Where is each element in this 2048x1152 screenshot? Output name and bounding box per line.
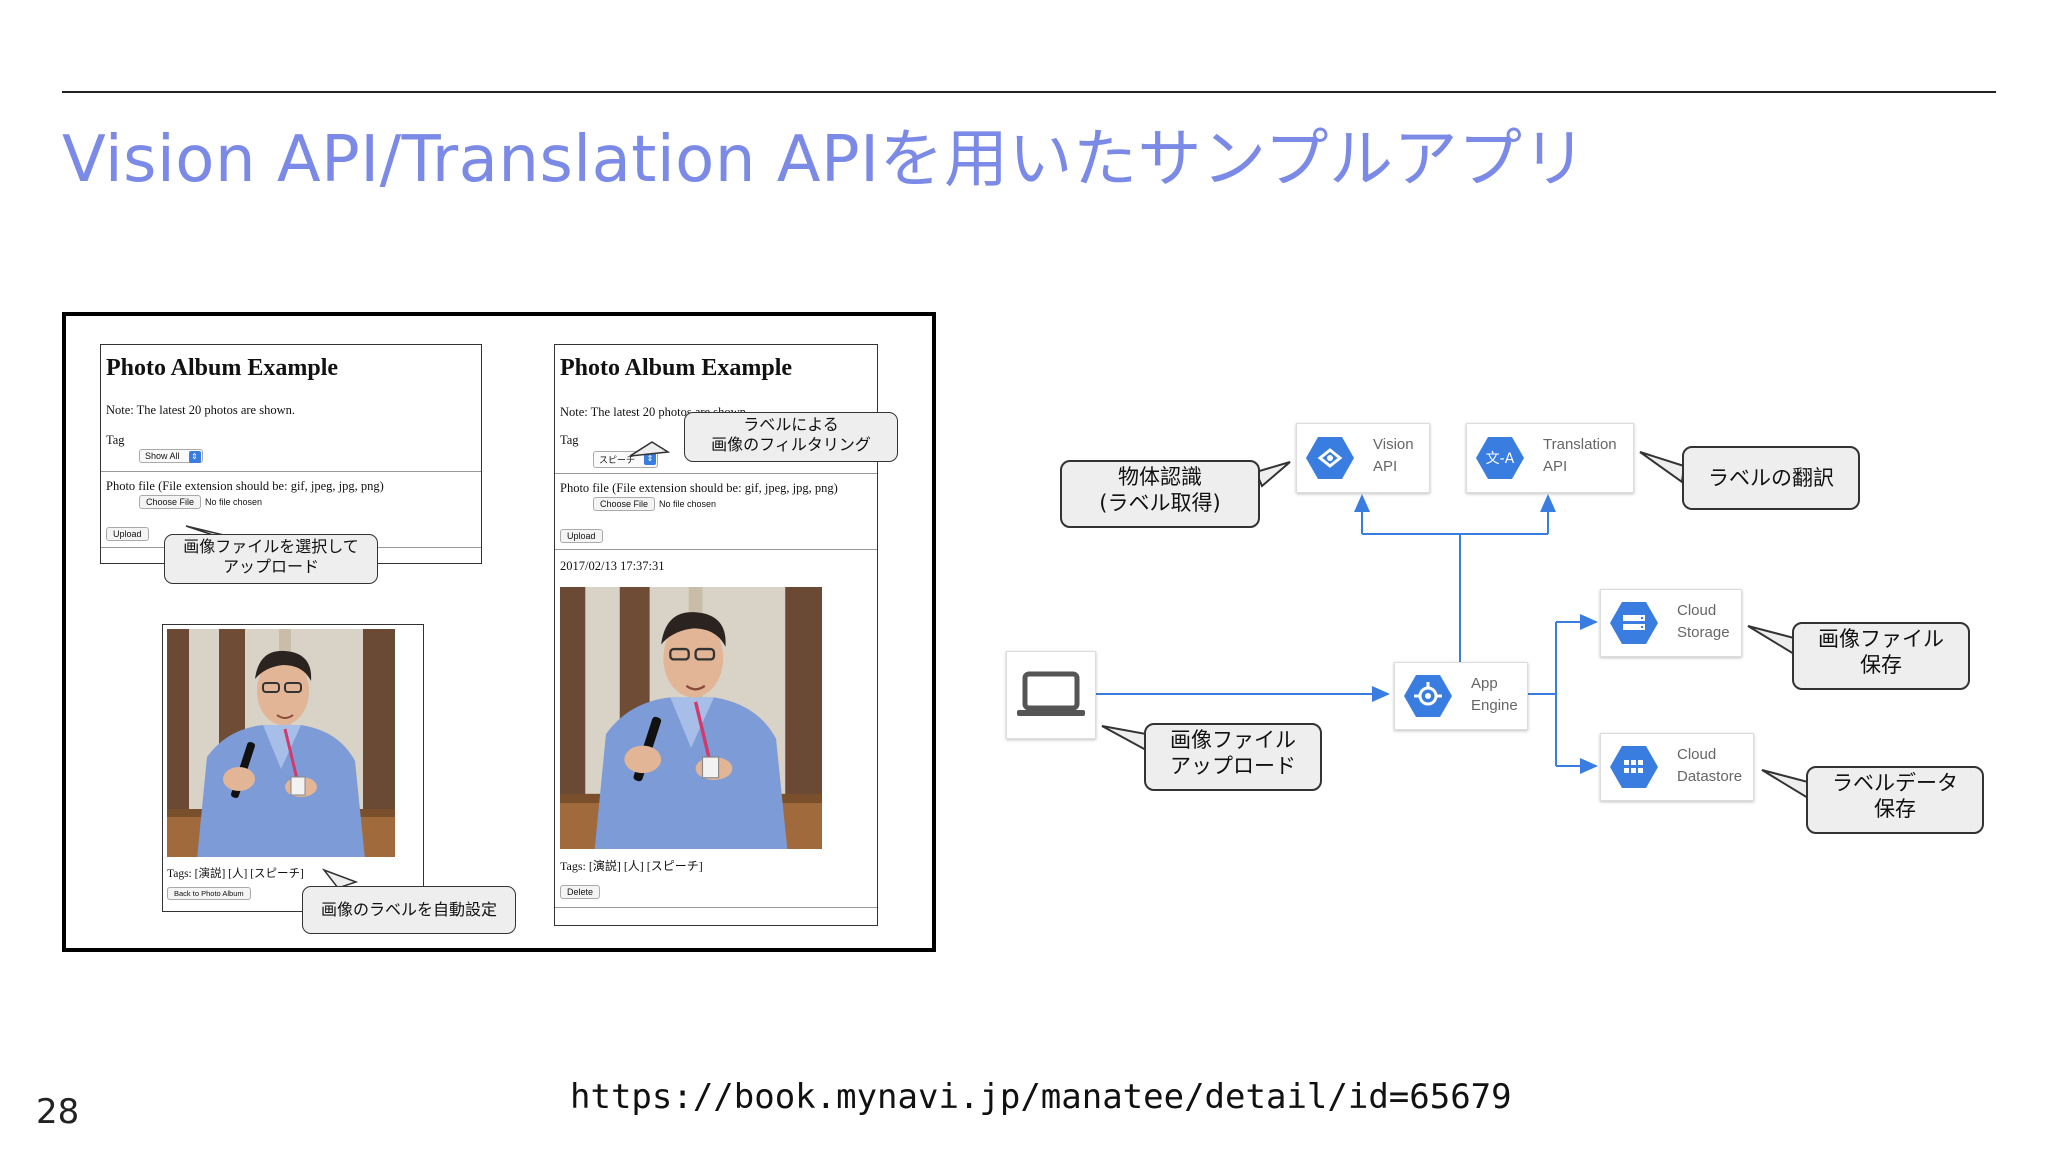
laptop-icon xyxy=(1017,671,1085,716)
cloud-datastore-icon xyxy=(1610,746,1658,788)
timestamp: 2017/02/13 17:37:31 xyxy=(560,559,665,573)
photo-file-label: Photo file (File extension should be: gi… xyxy=(106,479,384,493)
auto-label-callout: 画像のラベルを自動設定 xyxy=(302,886,516,934)
slide-title: Vision API/Translation APIを用いたサンプルアプリ xyxy=(62,123,1588,197)
delete-button[interactable]: Delete xyxy=(560,885,601,899)
label-data-save-callout: ラベルデータ 保存 xyxy=(1806,766,1984,834)
tags-text: Tags: [演説] [人] [スピーチ] xyxy=(560,859,703,873)
vision-api-icon xyxy=(1306,437,1354,479)
no-file-text: No file chosen xyxy=(659,499,717,509)
client-laptop-node xyxy=(1006,651,1096,739)
speaker-photo-image xyxy=(560,587,822,849)
translation-api-icon xyxy=(1476,437,1524,479)
speaker-photo xyxy=(167,629,395,857)
divider xyxy=(101,471,481,472)
filter-callout: ラベルによる 画像のフィルタリング xyxy=(684,412,898,462)
tag-select-value: Show All xyxy=(145,451,180,461)
speaker-photo-image xyxy=(167,629,395,857)
source-url: https://book.mynavi.jp/manatee/detail/id… xyxy=(570,1077,1512,1117)
object-recognition-callout: 物体認識 (ラベル取得) xyxy=(1060,460,1260,528)
select-arrow-icon: ⇕ xyxy=(188,451,201,463)
image-upload-callout: 画像ファイル アップロード xyxy=(1144,723,1322,791)
image-save-callout: 画像ファイル 保存 xyxy=(1792,622,1970,690)
choose-file-button[interactable]: Choose File xyxy=(593,497,656,511)
tag-select-value: スピーチ xyxy=(599,455,636,465)
page-title: Photo Album Example xyxy=(560,355,793,381)
upload-button[interactable]: Upload xyxy=(106,527,149,541)
tag-label: Tag xyxy=(106,433,125,447)
page-title: Photo Album Example xyxy=(106,355,339,381)
tag-label: Tag xyxy=(560,433,579,447)
app-engine-icon xyxy=(1404,675,1452,717)
upload-callout: 画像ファイルを選択して アップロード xyxy=(164,534,378,584)
photo-file-label: Photo file (File extension should be: gi… xyxy=(560,481,838,495)
divider xyxy=(555,549,877,550)
page-number: 28 xyxy=(36,1092,80,1132)
choose-file-button[interactable]: Choose File xyxy=(139,495,202,509)
upload-button[interactable]: Upload xyxy=(560,529,603,543)
label-translation-callout: ラベルの翻訳 xyxy=(1682,446,1860,510)
translation-icon-text: 文-A xyxy=(1485,451,1515,467)
select-arrow-icon: ⇕ xyxy=(644,453,657,465)
no-file-text: No file chosen xyxy=(205,497,263,507)
cloud-storage-icon xyxy=(1610,602,1658,644)
tags-text: Tags: [演説] [人] [スピーチ] xyxy=(167,868,304,880)
divider xyxy=(555,473,877,474)
upload-page: Photo Album Example Note: The latest 20 … xyxy=(100,344,482,564)
title-rule xyxy=(62,91,1996,93)
app-screenshot: Photo Album Example Note: The latest 20 … xyxy=(62,312,936,952)
back-to-album-button[interactable]: Back to Photo Album xyxy=(167,887,251,900)
photo-detail-page: Tags: [演説] [人] [スピーチ] Back to Photo Albu… xyxy=(162,624,424,912)
tag-select[interactable]: Show All ⇕ xyxy=(139,449,203,463)
speaker-photo xyxy=(560,587,822,849)
divider xyxy=(555,907,877,908)
note-text: Note: The latest 20 photos are shown. xyxy=(106,403,295,417)
